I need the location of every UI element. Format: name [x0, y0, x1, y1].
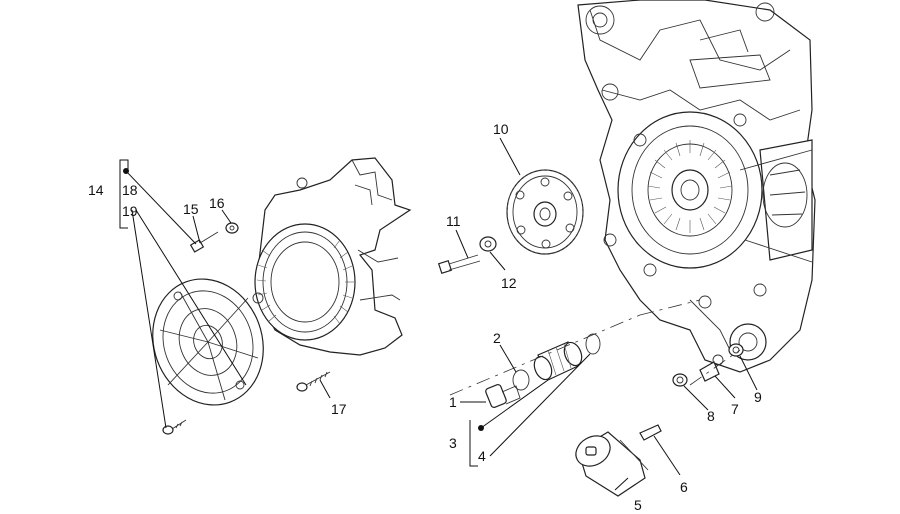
- fan-grille-cover: [152, 278, 264, 406]
- part-7-valve: [699, 354, 724, 382]
- callout-9: 9: [754, 389, 762, 405]
- callout-5: 5: [634, 497, 642, 513]
- callout-6: 6: [680, 479, 688, 495]
- part-3-mesh-filter: [533, 341, 583, 381]
- part-6-nipple: [639, 424, 662, 441]
- part-11-bolt: [437, 254, 481, 275]
- part-15-screw: [189, 231, 219, 253]
- callout-19: 19: [122, 203, 138, 219]
- part-5-oil-filter: [575, 431, 649, 497]
- part-8-washer: [672, 373, 688, 387]
- callout-3: 3: [449, 435, 457, 451]
- leader-lines: [119, 137, 758, 491]
- callout-18: 18: [122, 182, 138, 198]
- part-4-o-ring: [585, 333, 601, 355]
- part-9-washer: [728, 343, 744, 357]
- callout-14: 14: [88, 182, 104, 198]
- callout-15: 15: [183, 201, 199, 217]
- callout-1: 1: [449, 394, 457, 410]
- callout-17: 17: [331, 401, 347, 417]
- callout-2: 2: [493, 330, 501, 346]
- callout-12: 12: [501, 275, 517, 291]
- part-1-plug: [485, 384, 521, 408]
- callout-16: 16: [209, 195, 225, 211]
- part-19-screw: [162, 419, 187, 435]
- part-2-o-ring: [512, 369, 530, 391]
- callout-8: 8: [707, 408, 715, 424]
- callout-7: 7: [731, 401, 739, 417]
- part-12-washer: [479, 236, 497, 252]
- callout-4: 4: [478, 448, 486, 464]
- engine-crankcase: [577, 0, 816, 373]
- callout-10: 10: [493, 121, 509, 137]
- cooling-shroud: [252, 157, 412, 356]
- callout-labels: 14 18 19 15 16 17 10 11 12 2 1 3 4 5 6 7…: [88, 121, 762, 513]
- part-17-screw: [296, 371, 331, 392]
- part-10-sprocket: [506, 169, 584, 255]
- assembly-axis-lines: [449, 299, 741, 396]
- part-16-washer: [225, 222, 239, 234]
- callout-11: 11: [446, 213, 461, 229]
